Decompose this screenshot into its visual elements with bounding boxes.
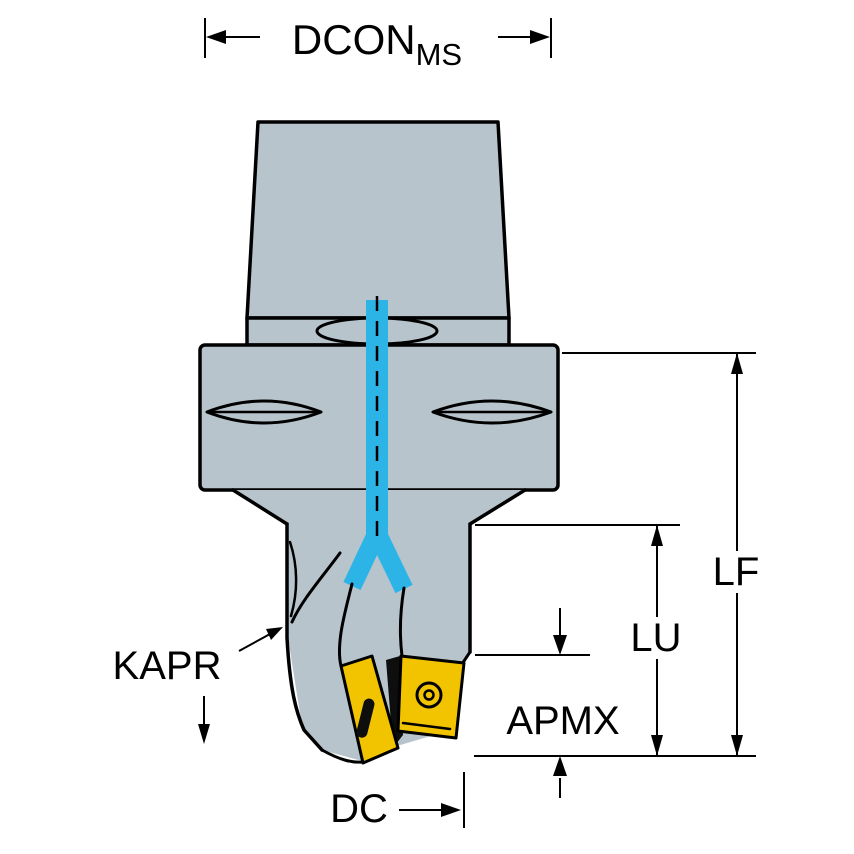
dimensions — [198, 18, 756, 828]
cutter-edge-bottom — [320, 748, 365, 764]
apmx-arrow-top — [553, 635, 567, 655]
dconms-arrow-right — [530, 30, 550, 44]
label-lf: LF — [708, 551, 764, 593]
label-lu: LU — [626, 617, 686, 659]
kapr-leader-arrow — [266, 627, 283, 640]
apmx-arrow-bottom — [553, 756, 567, 776]
lf-arrow-bottom — [731, 735, 743, 756]
insert-right-edge-line — [401, 721, 452, 731]
insert-screw-center — [423, 689, 435, 701]
label-dconms: DCONMS — [287, 15, 467, 71]
kapr-leader-line — [238, 633, 271, 652]
shank — [245, 120, 511, 320]
coolant-channel — [343, 296, 413, 594]
dim-kapr — [198, 627, 283, 744]
cutter-edge-left — [285, 522, 324, 752]
dim-dconms — [204, 18, 552, 58]
pocket-line-right — [398, 586, 406, 658]
label-dcon-sub: MS — [415, 36, 463, 72]
label-kapr: KAPR — [108, 645, 226, 687]
dim-dc — [399, 772, 465, 828]
label-apmx: APMX — [502, 700, 624, 742]
pocket-line-left — [337, 582, 354, 668]
taper-edge-left — [231, 488, 289, 526]
insert-left — [339, 654, 400, 765]
tool-drawing — [198, 120, 560, 765]
kapr-down-arrow — [198, 724, 210, 744]
flute-land-left — [288, 540, 298, 618]
lu-arrow-top — [651, 525, 663, 546]
flute-curve-left — [290, 551, 342, 624]
taper-edge-right — [468, 488, 527, 526]
label-dc: DC — [326, 788, 392, 830]
insert-screw-head — [415, 681, 443, 709]
insert-left-screw-slot — [356, 698, 375, 738]
dconms-arrow-left — [206, 30, 226, 44]
lu-arrow-bottom — [651, 735, 663, 756]
coolant-branch-right — [368, 528, 413, 594]
label-dcon-main: DCON — [291, 15, 416, 63]
insert-right — [396, 654, 466, 740]
dim-apmx — [475, 608, 590, 798]
dc-arrow — [441, 803, 461, 817]
lf-arrow-top — [731, 353, 743, 374]
